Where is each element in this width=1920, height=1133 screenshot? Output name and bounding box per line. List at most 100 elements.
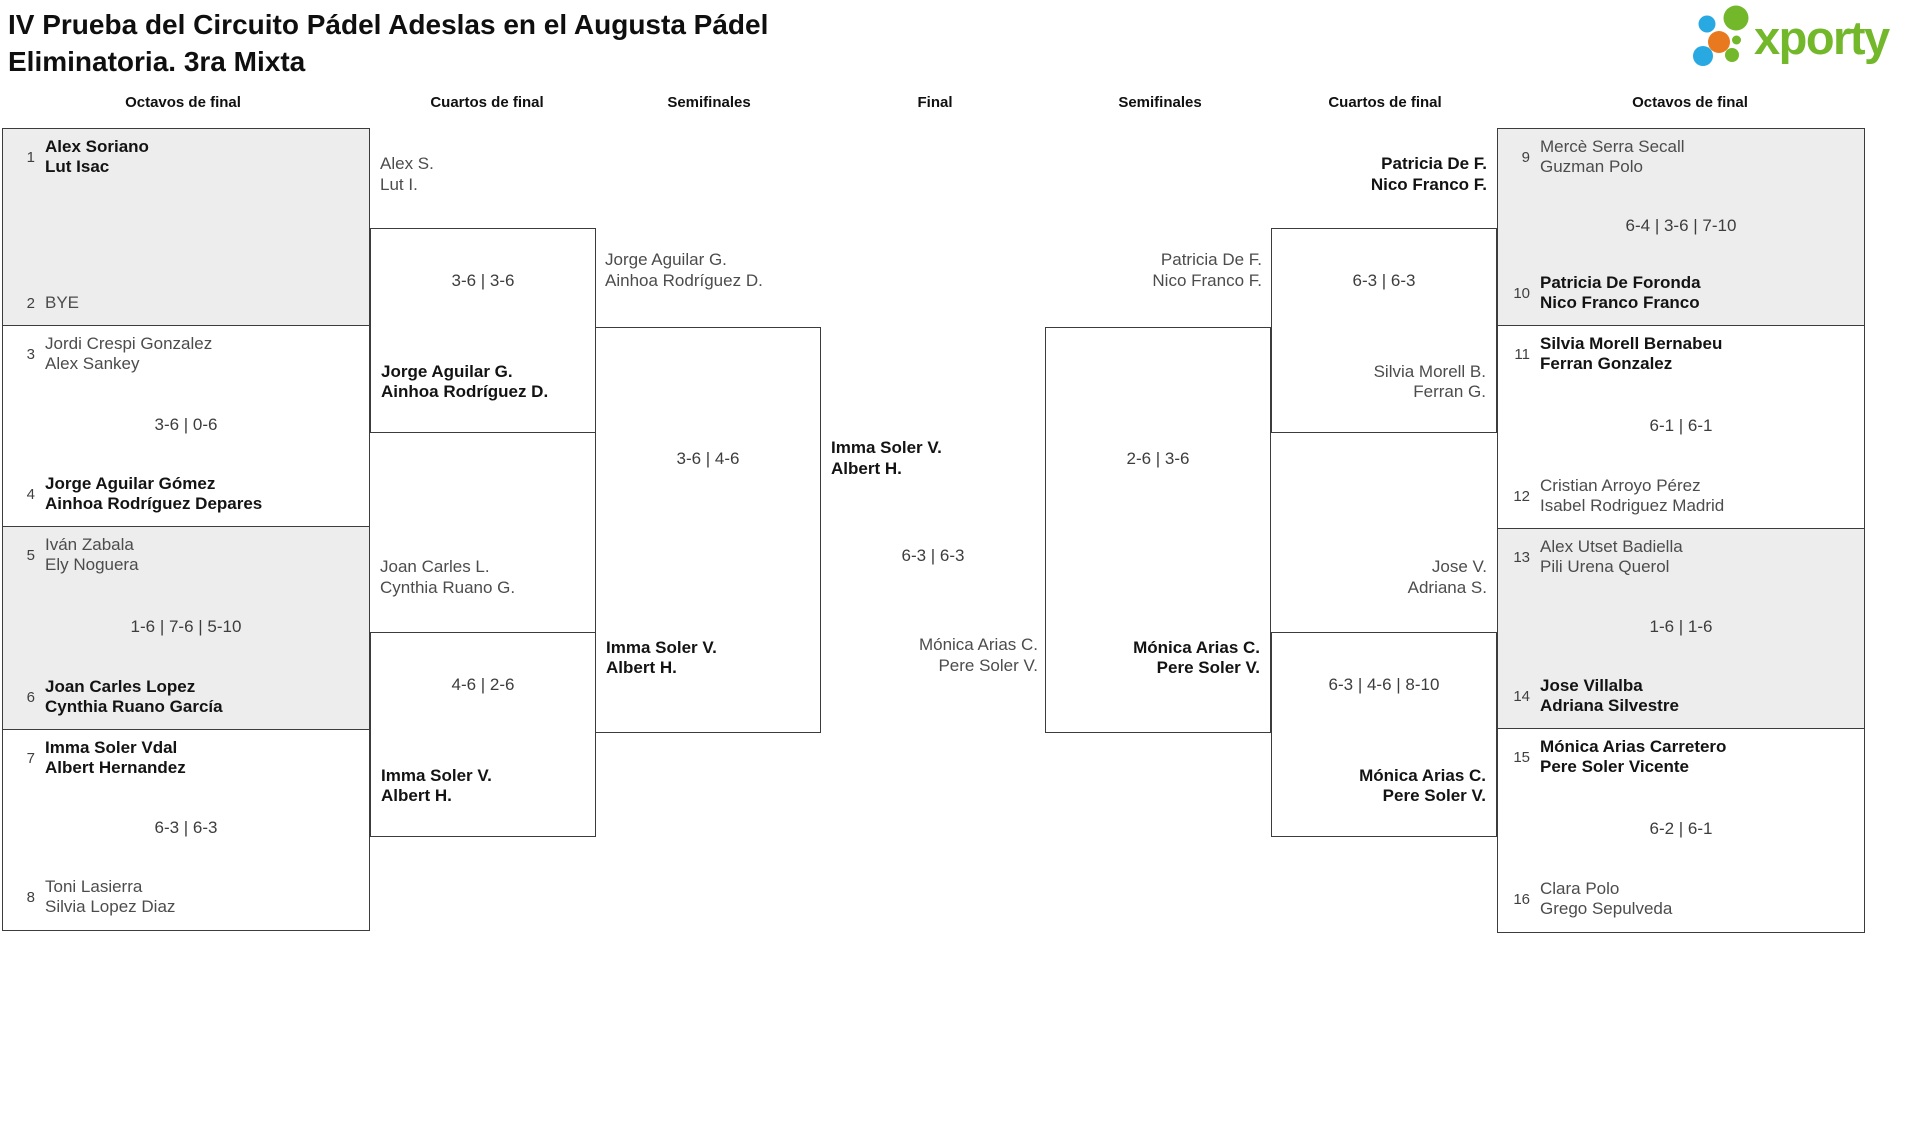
player-name: Imma Soler V. — [381, 766, 492, 785]
player-name: Grego Sepulveda — [1540, 899, 1673, 918]
page-title: IV Prueba del Circuito Pádel Adeslas en … — [8, 6, 768, 80]
player-name: Iván Zabala — [45, 535, 134, 554]
semifinal-left-winner: Imma Soler V. Albert H. — [606, 638, 810, 678]
player-name: Alex Soriano — [45, 137, 149, 156]
seed-number: 9 — [1521, 148, 1530, 166]
seed-number: 2 — [26, 294, 35, 312]
player-name: BYE — [45, 293, 80, 312]
player-name: Mónica Arias C. — [1133, 638, 1260, 657]
player-name: Joan Carles Lopez — [45, 677, 196, 696]
round-header-semis-left: Semifinales — [667, 94, 751, 111]
player-name: Alex Sankey — [45, 354, 140, 373]
player-name: Ainhoa Rodríguez Depares — [45, 494, 263, 513]
player-name: Ely Noguera — [45, 555, 139, 574]
player-name: Adriana S. — [1407, 578, 1487, 597]
cuartos-left-top-winner: Jorge Aguilar G. Ainhoa Rodríguez D. — [381, 362, 585, 402]
player-name: Silvia Morell B. — [1373, 362, 1486, 381]
match-score: 6-3 | 4-6 | 8-10 — [1328, 675, 1440, 694]
match-box-semifinal-left: 3-6 | 4-6 Imma Soler V. Albert H. — [595, 327, 821, 733]
seed-number: 10 — [1513, 284, 1530, 302]
match-score: 6-1 | 6-1 — [1649, 415, 1713, 435]
match-score: 2-6 | 3-6 — [1126, 449, 1190, 468]
cuartos-right-bottom-winner: Mónica Arias C. Pere Soler V. — [1282, 766, 1486, 806]
player-name: Imma Soler V. — [831, 438, 942, 457]
cuartos-left-bottom-entrant: Joan Carles L. Cynthia Ruano G. — [380, 556, 515, 598]
match-box-cuartos-left-1: 3-6 | 3-6 Jorge Aguilar G. Ainhoa Rodríg… — [370, 228, 596, 433]
player-name: Silvia Morell Bernabeu — [1540, 334, 1723, 353]
cuartos-left-top-entrant: Alex S. Lut I. — [380, 153, 434, 195]
player-name: Imma Soler V. — [606, 638, 717, 657]
player-name: Jordi Crespi Gonzalez — [45, 334, 213, 353]
player-name: Nico Franco F. — [1370, 175, 1487, 194]
player-name: Guzman Polo — [1540, 157, 1643, 176]
match-score: 1-6 | 7-6 | 5-10 — [130, 616, 242, 636]
round-header-cuartos-right: Cuartos de final — [1328, 94, 1442, 111]
semifinal-right-entrant: Patricia De F. Nico Franco F. — [1152, 249, 1262, 291]
player-name: Nico Franco Franco — [1540, 293, 1700, 312]
seed-number: 6 — [26, 688, 35, 706]
seed-number: 15 — [1513, 748, 1530, 766]
seed-number: 1 — [26, 148, 35, 166]
player-name: Ferran Gonzalez — [1540, 354, 1673, 373]
team-seed-2: 2 BYE — [13, 293, 359, 313]
player-name: Nico Franco F. — [1152, 271, 1262, 290]
page-title-line2: Eliminatoria. 3ra Mixta — [8, 46, 306, 77]
player-name: Toni Lasierra — [45, 877, 143, 896]
match-score: 6-3 | 6-3 — [154, 818, 218, 837]
seed-number: 14 — [1513, 687, 1530, 705]
xporty-logo-text: xporty — [1754, 11, 1890, 64]
player-name: Patricia De F. — [1381, 154, 1487, 173]
semifinal-right-winner: Mónica Arias C. Pere Soler V. — [1056, 638, 1260, 678]
match-score: 3-6 | 4-6 — [676, 449, 740, 468]
match-score: 6-2 | 6-1 — [1649, 818, 1713, 838]
round-header-semis-right: Semifinales — [1118, 94, 1202, 111]
player-name: Ferran G. — [1413, 382, 1486, 401]
cuartos-right-top-loser: Silvia Morell B. Ferran G. — [1282, 362, 1486, 402]
match-score: 6-4 | 3-6 | 7-10 — [1625, 215, 1737, 235]
player-name: Clara Polo — [1540, 879, 1620, 898]
player-name: Joan Carles L. — [380, 557, 490, 576]
cuartos-right-top-entrant: Patricia De F. Nico Franco F. — [1371, 153, 1487, 195]
player-name: Patricia De F. — [1160, 250, 1262, 269]
round-header-cuartos-left: Cuartos de final — [430, 94, 544, 111]
player-name: Alex S. — [380, 154, 434, 173]
final-team-right: Mónica Arias C. Pere Soler V. — [919, 634, 1038, 676]
player-name: Albert H. — [381, 786, 452, 805]
player-name: Cynthia Ruano G. — [380, 578, 516, 597]
player-name: Jorge Aguilar Gómez — [45, 474, 216, 493]
player-name: Lut Isac — [45, 157, 110, 176]
player-name: Cynthia Ruano García — [45, 697, 223, 716]
player-name: Jorge Aguilar G. — [605, 250, 727, 269]
final-team-left: Imma Soler V. Albert H. — [831, 437, 942, 479]
page-title-line1: IV Prueba del Circuito Pádel Adeslas en … — [8, 9, 769, 40]
final-score: 6-3 | 6-3 — [901, 546, 965, 565]
player-name: Albert Hernandez — [45, 758, 186, 777]
player-name: Pere Soler V. — [1382, 786, 1486, 805]
player-name: Alex Utset Badiella — [1540, 537, 1683, 556]
xporty-logo-dots-icon — [1693, 5, 1749, 66]
seed-number: 13 — [1513, 548, 1530, 566]
player-name: Pere Soler Vicente — [1540, 757, 1689, 776]
player-name: Jose Villalba — [1540, 676, 1643, 695]
cuartos-left-bottom-winner: Imma Soler V. Albert H. — [381, 766, 585, 806]
semifinal-left-entrant: Jorge Aguilar G. Ainhoa Rodríguez D. — [605, 249, 763, 291]
match-score: 3-6 | 3-6 — [451, 271, 515, 290]
player-name: Jorge Aguilar G. — [381, 362, 513, 381]
match-box-cuartos-left-2: 4-6 | 2-6 Imma Soler V. Albert H. — [370, 632, 596, 837]
round-header-octavos-right: Octavos de final — [1632, 94, 1748, 111]
match-score: 4-6 | 2-6 — [451, 675, 515, 694]
